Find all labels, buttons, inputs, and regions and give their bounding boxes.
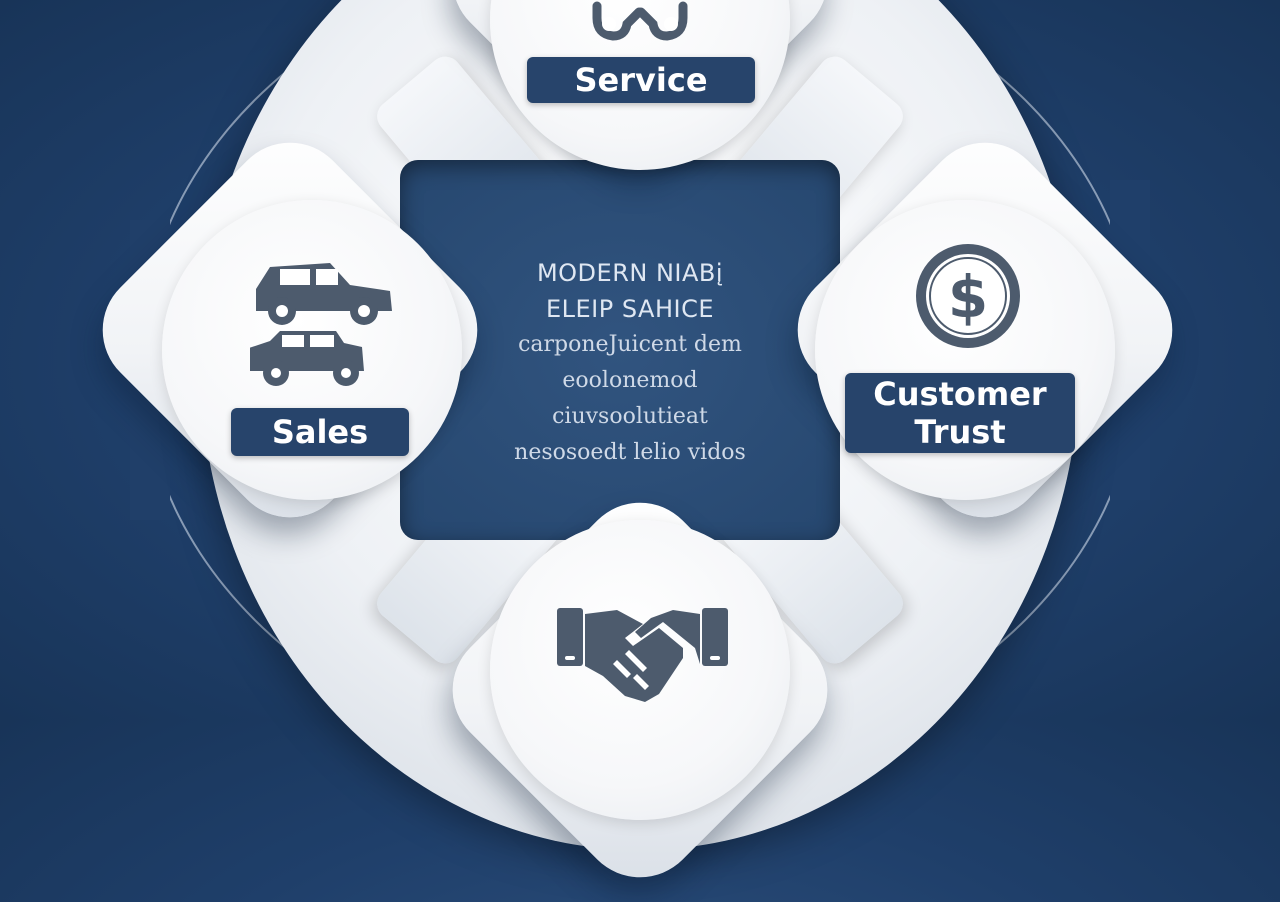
svg-text:$: $ <box>948 263 988 331</box>
center-title-line2: ELEIP SAHICE <box>545 295 715 323</box>
wrench-icon <box>585 0 695 48</box>
center-title-line1: MODERN NIABį <box>536 259 724 287</box>
center-body-line: carponeJuicent dem <box>518 332 742 357</box>
customer-trust-label-line2: Trust <box>914 413 1006 451</box>
center-body-line: ciuvsoolutieat <box>552 404 708 429</box>
customer-trust-label: Customer Trust <box>845 373 1075 453</box>
sales-label: Sales <box>231 408 409 456</box>
center-description: MODERN NIABį ELEIP SAHICE carponeJuicent… <box>470 255 790 471</box>
service-label: Service <box>527 57 755 103</box>
center-body-line: eoolonemod <box>562 368 698 393</box>
center-body-line: nesosoedt lelio vidos <box>514 440 746 465</box>
customer-trust-label-line1: Customer <box>873 375 1047 413</box>
handshake-icon <box>555 598 730 708</box>
car-icon <box>250 255 395 395</box>
dollar-icon: $ <box>912 240 1024 352</box>
